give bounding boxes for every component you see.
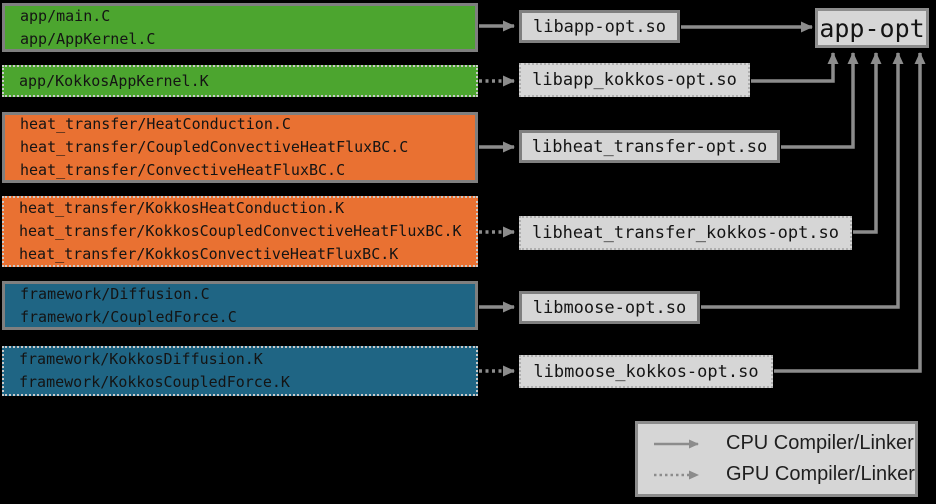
library-box-libmoose: libmoose-opt.so [519,291,700,324]
library-label: libheat_transfer_kokkos-opt.so [531,223,840,243]
source-box-app-cpu: app/main.C app/AppKernel.C [2,3,478,52]
source-file-line: app/AppKernel.C [20,29,156,48]
source-file-line: heat_transfer/HeatConduction.C [20,115,291,133]
source-file-line: framework/CoupledForce.C [20,307,237,326]
source-file-line: heat_transfer/ConvectiveHeatFluxBC.C [20,161,346,179]
legend-box: CPU Compiler/Linker GPU Compiler/Linker [635,421,918,497]
library-box-libheat-transfer: libheat_transfer-opt.so [519,130,780,163]
source-file-line: app/KokkosAppKernel.K [19,71,209,90]
source-box-framework-cpu: framework/Diffusion.C framework/CoupledFo… [2,281,478,330]
source-box-heat-transfer-cpu: heat_transfer/HeatConduction.C heat_trans… [2,112,478,183]
source-file-line: framework/Diffusion.C [20,284,210,303]
source-file-line: framework/KokkosCoupledForce.K [19,373,290,391]
library-box-libmoose-kokkos: libmoose_kokkos-opt.so [519,355,773,388]
library-box-libapp-kokkos: libapp_kokkos-opt.so [519,63,750,97]
legend-label-cpu: CPU Compiler/Linker [726,432,914,454]
source-box-app-gpu: app/KokkosAppKernel.K [2,65,478,97]
library-box-libapp: libapp-opt.so [519,10,680,43]
source-file-line: app/main.C [20,6,111,25]
source-file-line: heat_transfer/KokkosCoupledConvectiveHea… [19,222,462,240]
executable-box-app-opt: app-opt [815,8,929,48]
legend-label-gpu: GPU Compiler/Linker [726,463,915,485]
source-file-line: heat_transfer/CoupledConvectiveHeatFluxB… [20,138,409,156]
source-box-framework-gpu: framework/KokkosDiffusion.K framework/Kok… [2,346,478,396]
library-label: libapp_kokkos-opt.so [532,70,737,90]
source-file-line: framework/KokkosDiffusion.K [19,350,263,368]
library-label: libmoose_kokkos-opt.so [533,361,759,382]
arrow-link-libheat-transfer [781,52,859,149]
library-label: libmoose-opt.so [532,297,687,318]
gpu-dotted-arrow-icon [654,470,699,479]
legend-row-cpu: CPU Compiler/Linker [652,432,915,455]
library-box-libheat-transfer-kokkos: libheat_transfer_kokkos-opt.so [519,216,852,250]
executable-label: app-opt [819,13,925,43]
arrow-link-libheat-transfer-kokkos [853,52,882,234]
library-label: libheat_transfer-opt.so [531,136,768,157]
arrow-link-libapp-kokkos [751,52,839,83]
legend-row-gpu: GPU Compiler/Linker [652,463,915,486]
source-file-line: heat_transfer/KokkosConvectiveHeatFluxBC… [19,245,399,263]
cpu-solid-arrow-icon [654,439,699,448]
arrow-link-libmoose-kokkos [774,52,926,373]
source-file-line: heat_transfer/KokkosHeatConduction.K [19,199,345,217]
library-label: libapp-opt.so [532,16,667,37]
